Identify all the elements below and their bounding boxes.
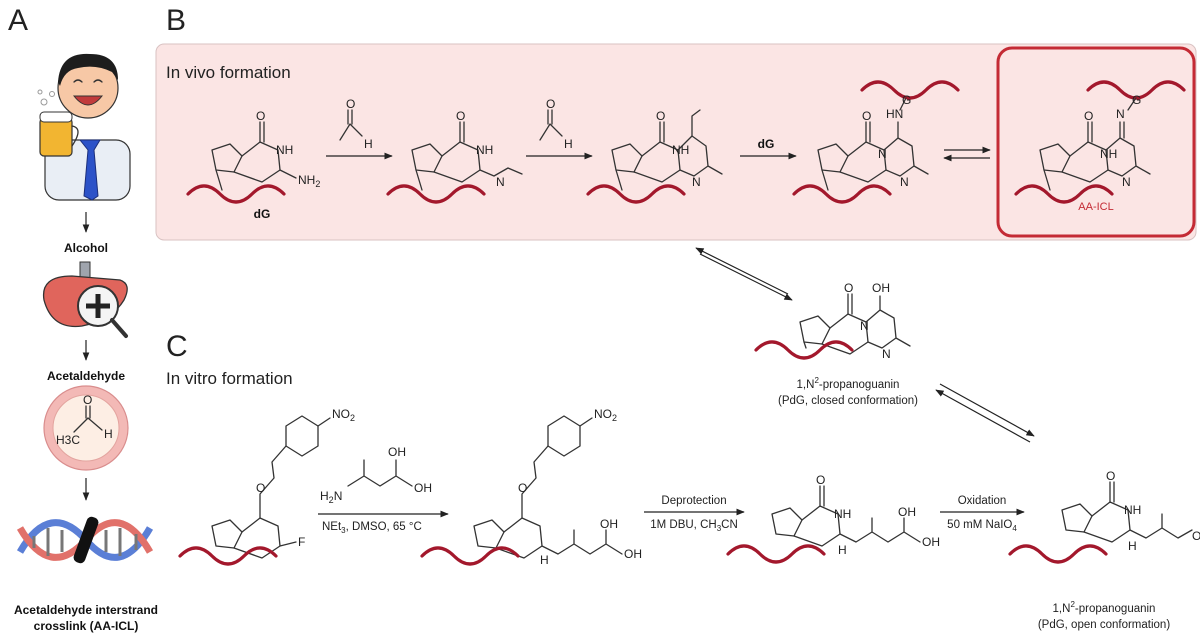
atom-g: G [1132, 93, 1141, 107]
label-acetaldehyde: Acetaldehyde [47, 369, 125, 383]
label-aaicl-1: Acetaldehyde interstrand [14, 603, 158, 617]
structure-fluoropurine: O NO2 F [178, 407, 355, 566]
structure-protected-adduct: O NO2 H OH OH [420, 407, 642, 567]
atom-o: O [1106, 469, 1115, 483]
atom-oh-1: OH [898, 505, 916, 519]
atom-o-ald: O [1192, 529, 1200, 543]
atom-oh-1: OH [600, 517, 618, 531]
atom-nh: NH [476, 143, 493, 157]
acetaldehyde-reagent-2: O H [539, 97, 573, 151]
label-dg: dG [254, 207, 271, 221]
atom-oh: OH [872, 281, 890, 295]
acetaldehyde-h: H [104, 427, 113, 441]
atom-nh2: NH2 [298, 173, 320, 189]
atom-n2: N [900, 175, 909, 189]
atom-n: N [1122, 175, 1131, 189]
label-aaicl-2: crosslink (AA-ICL) [34, 619, 139, 633]
caption-pdg-closed-2: (PdG, closed conformation) [778, 395, 918, 407]
reagent-h-1: H [364, 137, 373, 151]
atom-n: N [692, 175, 701, 189]
atom-nh: NH [276, 143, 293, 157]
equilibrium-arrow-diag-1 [695, 247, 793, 301]
atom-nh: NH [1124, 503, 1141, 517]
atom-o: O [656, 109, 665, 123]
reagent-o-2: O [546, 97, 555, 111]
atom-f: F [298, 535, 305, 549]
structure-pdg-closed: O OH N N [754, 281, 911, 361]
structure-imine: O NH N [386, 109, 523, 204]
atom-nh: NH [834, 507, 851, 521]
condition-c2-top: Deprotection [661, 495, 726, 507]
reagent-oh-1: OH [388, 445, 406, 459]
label-aaicl: AA-ICL [1078, 201, 1113, 213]
atom-o: O [1084, 109, 1093, 123]
reagent-h-2: H [564, 137, 573, 151]
structure-pdg-open: O NH H O [1008, 469, 1200, 564]
structure-cyclic-adduct: O HN G N N [792, 80, 960, 204]
atom-oh-2: OH [624, 547, 642, 561]
atom-n: N [496, 175, 505, 189]
liver-magnifier-icon [42, 261, 128, 338]
reagent-oh-2: OH [414, 481, 432, 495]
atom-no2: NO2 [332, 407, 355, 423]
atom-nh-h: H [838, 543, 847, 557]
atom-nh: NH [1100, 147, 1117, 161]
atom-o: O [256, 109, 265, 123]
equilibrium-arrow-b4 [943, 146, 991, 162]
atom-n1: N [878, 147, 887, 161]
caption-pdg-open-2: (PdG, open conformation) [1038, 619, 1170, 631]
structure-aaicl: O N G NH N [1014, 80, 1186, 204]
atom-nh: NH [672, 143, 689, 157]
caption-pdg-closed-1: 1,N2-propanoguanin [797, 376, 900, 391]
reagent-o-1: O [346, 97, 355, 111]
atom-hn: HN [886, 107, 903, 121]
atom-nh-h: H [1128, 539, 1137, 553]
atom-o: O [456, 109, 465, 123]
amino-diol-reagent: H2N OH OH [320, 445, 432, 505]
atom-o: O [862, 109, 871, 123]
atom-nh-h: H [540, 553, 549, 567]
atom-o: O [844, 281, 853, 295]
caption-pdg-open-1: 1,N2-propanoguanin [1053, 600, 1156, 615]
atom-o: O [816, 473, 825, 487]
panel-a-letter: A [8, 4, 28, 37]
condition-c1: NEt3, DMSO, 65 °C [322, 521, 422, 535]
label-alcohol: Alcohol [64, 241, 108, 255]
condition-c3-bottom: 50 mM NaIO4 [947, 519, 1017, 533]
panel-c-letter: C [166, 330, 188, 363]
arrow-label-dg: dG [758, 137, 775, 151]
acetaldehyde-reagent-1: O H [339, 97, 373, 151]
atom-n2: N [882, 347, 891, 361]
aaicl-highlight-box [996, 46, 1196, 238]
condition-c3-top: Oxidation [958, 495, 1007, 507]
cell-acetaldehyde-icon: O H3C H [43, 385, 129, 471]
structure-deprotected-adduct: O NH H OH OH [726, 473, 940, 564]
atom-o: O [256, 481, 265, 495]
panel-b-letter: B [166, 4, 186, 37]
drinking-man-icon [37, 53, 131, 201]
atom-o: O [518, 481, 527, 495]
atom-n-top: N [1116, 107, 1125, 121]
atom-oh-2: OH [922, 535, 940, 549]
atom-no2: NO2 [594, 407, 617, 423]
structure-dg: O NH NH2 [186, 109, 320, 204]
structure-aldehyde-adduct: O NH N [586, 109, 723, 204]
dna-crosslink-icon [16, 516, 154, 564]
atom-g: G [902, 93, 911, 107]
in-vitro-title: In vitro formation [166, 369, 293, 388]
acetaldehyde-h3c: H3C [56, 433, 80, 447]
condition-c2-bottom: 1M DBU, CH3CN [650, 519, 738, 533]
reagent-h2n: H2N [320, 489, 342, 505]
in-vivo-panel [155, 43, 1197, 241]
in-vivo-title: In vivo formation [166, 63, 291, 82]
atom-n1: N [860, 319, 869, 333]
equilibrium-arrow-diag-2 [935, 383, 1035, 443]
acetaldehyde-o: O [83, 393, 92, 407]
